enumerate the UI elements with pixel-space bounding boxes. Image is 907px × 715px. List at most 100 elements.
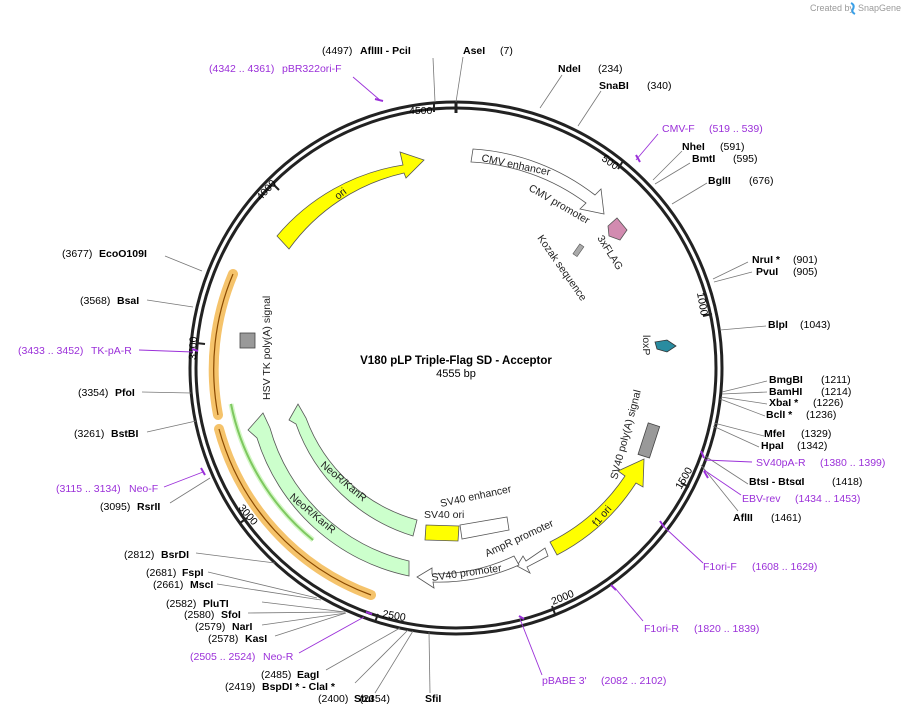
bsai-pos: (3568): [80, 295, 110, 307]
cmvf-primer: CMV-F: [662, 123, 695, 135]
ebv-primer: EBV-rev: [742, 493, 781, 505]
sv40-ori-label: SV40 ori: [424, 509, 464, 521]
snapgene-branding: Created by SnapGene: [810, 2, 901, 15]
btsi-pos: (1418): [832, 476, 862, 488]
snabi-pos: (340): [647, 80, 672, 92]
pvui-pos: (905): [793, 266, 818, 278]
sv40pa-primer: SV40pA-R: [756, 457, 806, 469]
bsai-site: BsaI: [117, 295, 139, 307]
mfei-site: MfeI: [764, 428, 785, 440]
eagi-pos: (2485): [261, 669, 291, 681]
aflii-pos: (1461): [771, 512, 801, 524]
eagi-site: EagI: [297, 669, 319, 681]
tk-orf-feature: [208, 269, 315, 542]
nrui-pos: (901): [793, 254, 818, 266]
ori-feature: ori: [276, 151, 425, 250]
plasmid-name: V180 pLP Triple-Flag SD - Acceptor: [360, 355, 552, 367]
sv40pa-range: (1380 .. 1399): [820, 457, 885, 469]
pbr322-primer: pBR322ori-F: [282, 63, 342, 75]
pfoi-pos: (3354): [78, 387, 108, 399]
tick-marks: [195, 103, 713, 623]
bglii-pos: (676): [749, 175, 774, 187]
neof-range: (3115 .. 3134): [56, 483, 121, 495]
afliii-pos: (4497): [322, 45, 352, 57]
pvui-site: PvuI: [756, 266, 778, 278]
ndei-pos: (234): [598, 63, 623, 75]
hpai-pos: (1342): [797, 440, 827, 452]
pbr322-range: (4342 .. 4361): [209, 63, 274, 75]
bmti-site: BmtI: [692, 153, 715, 165]
kasi-site: KasI: [245, 633, 267, 645]
fspi-site: FspI: [182, 567, 204, 579]
tick-2500: 2500: [381, 608, 406, 624]
bcli-pos: (1236): [806, 409, 836, 421]
f1orir-range: (1820 .. 1839): [694, 623, 759, 635]
nhei-pos: (591): [720, 141, 745, 153]
aflii-site: AflII: [733, 512, 753, 524]
snapgene-logo-icon: [850, 2, 856, 15]
f1-ori-feature: f1 ori: [549, 458, 645, 556]
neof-primer: Neo-F: [129, 483, 158, 495]
tick-1000: 1000: [694, 291, 710, 316]
primer-labels: (4342 .. 4361) pBR322ori-F CMV-F (519 ..…: [18, 63, 885, 687]
bcli-site: BclI *: [766, 409, 793, 421]
snapgene-label: SnapGene: [858, 3, 901, 13]
nari-pos: (2579): [195, 621, 225, 633]
cmv-enhancer-feature: CMV enhancer CMV promoter: [470, 148, 605, 227]
blpi-pos: (1043): [800, 319, 830, 331]
kozak-label: Kozak sequence: [535, 233, 589, 304]
pfoi-site: PfoI: [115, 387, 135, 399]
hsv-tk-polya-feature: HSV TK poly(A) signal: [239, 296, 273, 400]
rsrii-site: RsrII: [137, 501, 160, 513]
fspi-pos: (2681): [146, 567, 176, 579]
msci-site: MscI: [190, 579, 213, 591]
rsrii-pos: (3095): [100, 501, 130, 513]
pbabe-primer: pBABE 3': [542, 675, 587, 687]
loxp-feature: loxP: [640, 335, 677, 355]
neor-inner-label: NeoR/KanR: [318, 459, 369, 504]
f1orif-primer: F1ori-F: [703, 561, 737, 573]
bstbi-pos: (3261): [74, 428, 104, 440]
sv40-ori-feature: SV40 ori: [424, 509, 464, 542]
snabi-site: SnaBI: [599, 80, 629, 92]
bspdi-pos: (2419): [225, 681, 255, 693]
hsv-tk-polya-label: HSV TK poly(A) signal: [261, 296, 273, 400]
primer-markers: [191, 98, 709, 620]
ecoo109i-pos: (3677): [62, 248, 92, 260]
pluti-site: PluTI: [203, 598, 229, 610]
bstbi-site: BstBI: [111, 428, 139, 440]
neor-outer-label: NeoR/KanR: [287, 491, 338, 536]
ori-label: ori: [332, 186, 349, 203]
asei-pos: (7): [500, 45, 513, 57]
bamhi-pos: (1214): [821, 386, 851, 398]
sv40-enhancer-label: SV40 enhancer: [439, 483, 513, 510]
sfii-site: SfiI: [425, 693, 441, 705]
created-by-label: Created by: [810, 3, 855, 13]
bsrdi-site: BsrDI: [161, 549, 189, 561]
blpi-site: BlpI: [768, 319, 788, 331]
neor-primer: Neo-R: [263, 651, 294, 663]
bglii-site: BglII: [708, 175, 731, 187]
sfoi-site: SfoI: [221, 609, 241, 621]
mfei-pos: (1329): [801, 428, 831, 440]
xbai-pos: (1226): [813, 397, 843, 409]
asei-site: AseI: [463, 45, 485, 57]
tkpa-primer: TK-pA-R: [91, 345, 132, 357]
ebv-range: (1434 .. 1453): [795, 493, 860, 505]
stui-site: StuI: [354, 693, 374, 705]
kasi-pos: (2578): [208, 633, 238, 645]
cmvf-range: (519 .. 539): [709, 123, 763, 135]
bmti-pos: (595): [733, 153, 758, 165]
btsi-site: BtsI - BtsαI: [749, 476, 805, 488]
bmgbi-pos: (1211): [821, 374, 851, 386]
xbai-site: XbaI *: [769, 397, 799, 409]
sv40-promoter-label: SV40 promoter: [431, 562, 503, 584]
pbabe-range: (2082 .. 2102): [601, 675, 666, 687]
three-flag-feature: 3xFLAG: [594, 217, 628, 272]
tick-4500: 4500: [409, 105, 433, 117]
bspdi-site: BspDI * - ClaI *: [262, 681, 336, 693]
nhei-site: NheI: [682, 141, 705, 153]
plasmid-length: 4555 bp: [436, 368, 476, 380]
restriction-site-labels: (4497) AflIII - PciI AseI (7) NdeI (234)…: [62, 45, 862, 705]
